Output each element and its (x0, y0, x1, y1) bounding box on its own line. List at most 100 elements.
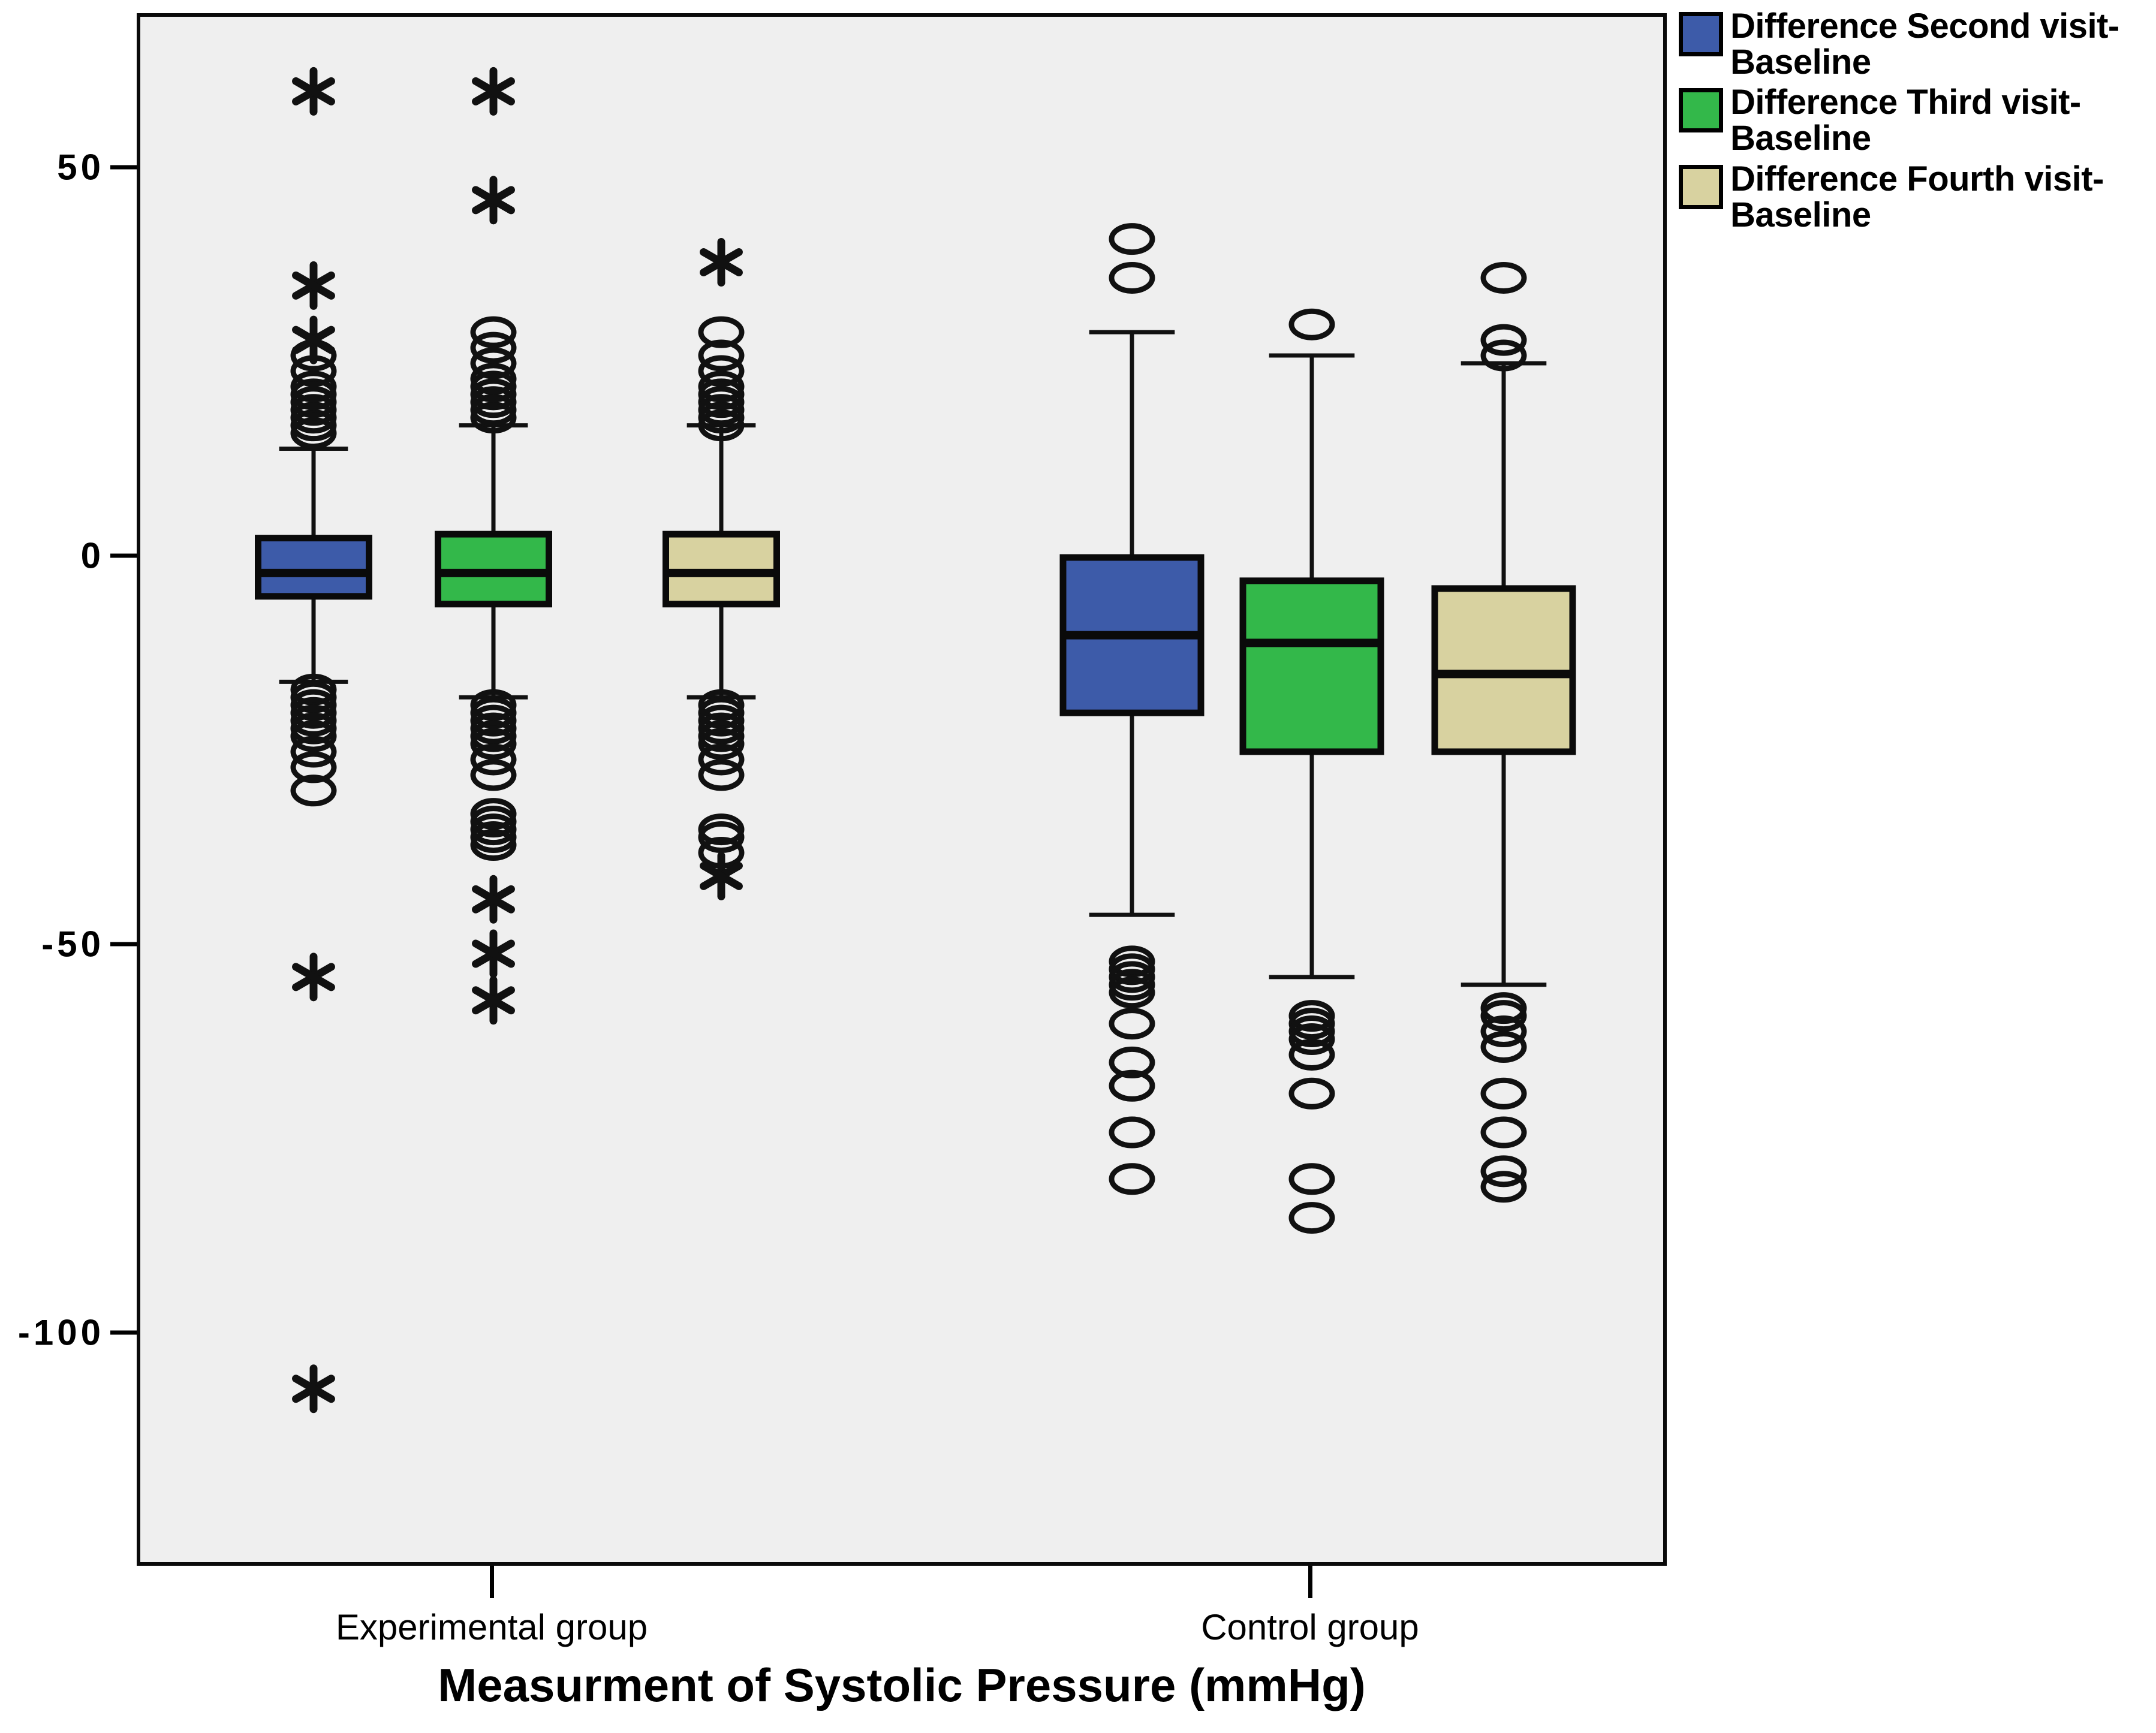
outlier-circle (698, 355, 745, 387)
legend-label-fourth-visit: Difference Fourth visit-Baseline (1730, 159, 2104, 234)
outlier-circle (1288, 1015, 1335, 1048)
outlier-circle (290, 402, 337, 434)
outlier-circle (290, 378, 337, 411)
outlier-circle (1109, 1069, 1155, 1102)
outlier-circle (290, 689, 337, 721)
outlier-star (472, 976, 515, 1025)
boxplot-4[interactable] (1059, 223, 1205, 1195)
outlier-circle (290, 386, 337, 418)
outlier-circle (290, 697, 337, 729)
outlier-circle (1109, 945, 1155, 978)
outlier-star (700, 238, 743, 287)
legend-label-third-visit: Difference Third visit-Baseline (1730, 83, 2081, 158)
outlier-circle (290, 704, 337, 737)
outlier-circle (1288, 1202, 1335, 1234)
outlier-star (472, 929, 515, 978)
outlier-circle (698, 402, 745, 434)
outlier-circle (1288, 1038, 1335, 1071)
outlier-circle (1109, 261, 1155, 294)
outlier-circle (470, 316, 517, 348)
outlier-circle (698, 728, 745, 760)
y-tick-mark (110, 1330, 137, 1335)
outlier-star (292, 315, 335, 364)
boxplot-1[interactable] (255, 67, 372, 1413)
legend-item-fourth-visit[interactable]: Difference Fourth visit-Baseline (1679, 161, 2152, 233)
outlier-circle (1109, 1163, 1155, 1195)
outlier-circle (470, 402, 517, 434)
x-axis-title: Measurment of Systolic Pressure (mmHg) (438, 1659, 1366, 1711)
outlier-circle (1480, 1030, 1527, 1063)
outlier-circle (698, 378, 745, 411)
outlier-star (472, 67, 515, 116)
outlier-circle (290, 681, 337, 713)
legend-swatch-fourth-visit (1679, 164, 1723, 209)
outlier-circle (470, 331, 517, 364)
outlier-star (292, 67, 335, 116)
outlier-circle (1480, 1171, 1527, 1203)
outlier-circle (698, 813, 745, 846)
outlier-circle (1109, 223, 1155, 255)
outlier-circle (698, 712, 745, 745)
outlier-circle (698, 689, 745, 721)
outlier-circle (290, 409, 337, 442)
outlier-star (292, 1364, 335, 1413)
outlier-circle (290, 736, 337, 768)
outlier-circle (1288, 1023, 1335, 1056)
outlier-circle (1480, 339, 1527, 372)
outlier-circle (698, 386, 745, 418)
outlier-circle (1109, 1116, 1155, 1149)
y-tick-mark (110, 553, 137, 558)
outlier-circle (698, 316, 745, 348)
outlier-circle (470, 759, 517, 791)
outlier-star (292, 953, 335, 1002)
y-tick-label: 50 (57, 147, 104, 188)
outlier-circle (290, 417, 337, 450)
legend-swatch-second-visit (1679, 12, 1723, 56)
outlier-circle (698, 409, 745, 442)
outlier-star (472, 875, 515, 924)
boxplot-5[interactable] (1239, 308, 1384, 1234)
outlier-circle (470, 712, 517, 745)
boxplot-3[interactable] (663, 238, 780, 900)
outlier-circle (470, 806, 517, 838)
plot-area (137, 13, 1667, 1566)
outlier-circle (1109, 976, 1155, 1009)
outlier-circle (470, 394, 517, 426)
outlier-circle (698, 394, 745, 426)
outlier-circle (470, 821, 517, 854)
y-tick-mark (110, 165, 137, 170)
outlier-circle (698, 759, 745, 791)
x-tick-mark (490, 1566, 494, 1598)
outlier-circle (1288, 1008, 1335, 1040)
legend-item-third-visit[interactable]: Difference Third visit-Baseline (1679, 85, 2152, 156)
outlier-circle (1480, 261, 1527, 294)
outlier-circle (290, 774, 337, 807)
outlier-circle (290, 720, 337, 752)
outlier-circle (290, 370, 337, 403)
outlier-circle (1288, 1000, 1335, 1032)
outlier-circle (470, 370, 517, 403)
outlier-circle (1480, 1015, 1527, 1048)
outlier-circle (470, 728, 517, 760)
outlier-circle (470, 347, 517, 379)
outlier-circle (470, 689, 517, 721)
outlier-circle (470, 829, 517, 861)
outlier-circle (698, 821, 745, 854)
outlier-circle (698, 370, 745, 403)
x-tick-mark (1308, 1566, 1312, 1598)
boxplot-6[interactable] (1431, 261, 1576, 1203)
legend-item-second-visit[interactable]: Difference Second visit-Baseline (1679, 8, 2152, 80)
outlier-circle (470, 697, 517, 729)
outlier-star (700, 851, 743, 900)
outlier-circle (290, 712, 337, 745)
outlier-circle (470, 363, 517, 395)
outlier-circle (1109, 969, 1155, 1001)
outlier-circle (470, 798, 517, 830)
x-tick-label-experimental: Experimental group (335, 1607, 648, 1647)
outlier-circle (1288, 1077, 1335, 1110)
boxplot-2[interactable] (435, 67, 552, 1025)
outlier-circle (698, 704, 745, 737)
outlier-star (292, 261, 335, 310)
outlier-circle (470, 743, 517, 776)
